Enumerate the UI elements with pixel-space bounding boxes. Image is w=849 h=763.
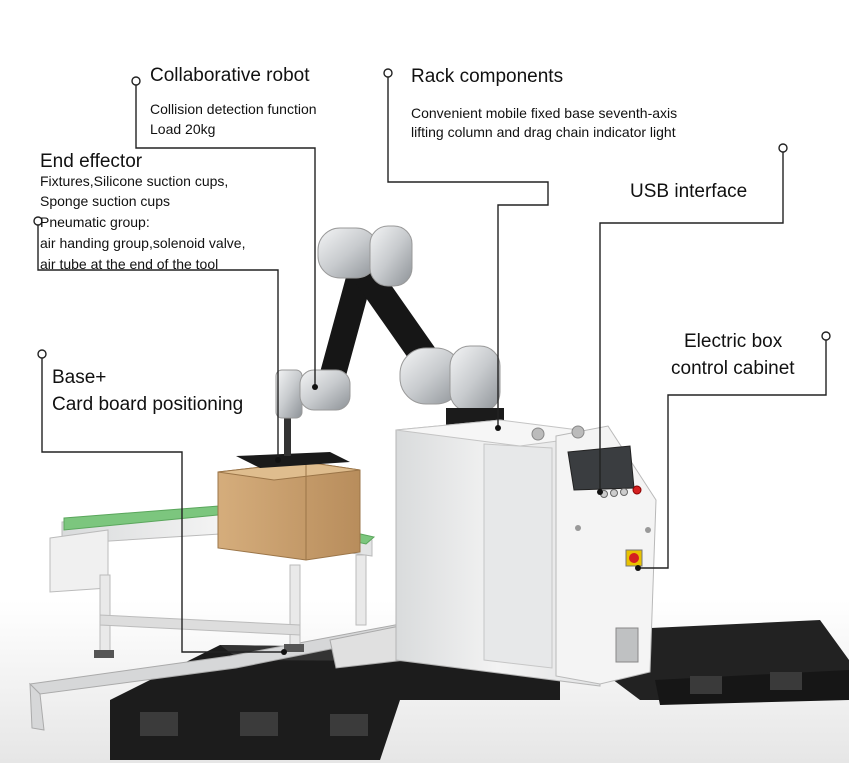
collaborative-robot-line-2: Load 20kg <box>150 121 216 137</box>
electric-box-line-2: control cabinet <box>671 358 795 379</box>
leader-usb-interface <box>599 152 784 492</box>
pin-end-effector <box>33 216 43 226</box>
control-cabinet <box>395 419 657 687</box>
pneumatic-group-title: Pneumatic group: <box>40 214 150 230</box>
leader-collaborative-robot <box>135 85 316 385</box>
pneumatic-group-line-1: air handing group,solenoid valve, <box>40 235 246 251</box>
leader-base <box>41 358 284 653</box>
base-line-1: Base+ <box>52 367 107 388</box>
pin-base <box>37 349 47 359</box>
rack-components-line-2: lifting column and drag chain indicator … <box>411 124 676 140</box>
leader-targets <box>275 384 641 655</box>
base-frame <box>28 623 407 731</box>
leader-electric-box <box>638 340 827 569</box>
pin-collaborative-robot <box>131 76 141 86</box>
carton-box <box>217 461 361 561</box>
end-effector-title: End effector <box>40 151 143 172</box>
pin-usb-interface <box>778 143 788 153</box>
pin-rack-components <box>383 68 393 78</box>
rack-components-line-1: Convenient mobile fixed base seventh-axi… <box>411 105 678 121</box>
leader-end-effector <box>37 225 279 460</box>
robot-arm <box>299 225 504 432</box>
pneumatic-group-line-2: air tube at the end of the tool <box>40 256 219 272</box>
end-effector <box>236 369 350 468</box>
conveyor <box>49 504 376 658</box>
leader-rack-components <box>387 77 549 428</box>
collaborative-robot-title: Collaborative robot <box>150 65 310 86</box>
electric-box-line-1: Electric box <box>684 331 783 352</box>
usb-interface-title: USB interface <box>630 181 748 202</box>
collaborative-robot-line-1: Collision detection function <box>150 101 317 117</box>
leader-endpoints <box>33 68 831 359</box>
leader-lines <box>37 77 827 653</box>
base-line-2: Card board positioning <box>52 394 244 415</box>
pin-electric-box <box>821 331 831 341</box>
rack-components-title: Rack components <box>411 66 564 87</box>
end-effector-line-1: Fixtures,Silicone suction cups, <box>40 173 229 189</box>
end-effector-line-2: Sponge suction cups <box>40 193 170 209</box>
